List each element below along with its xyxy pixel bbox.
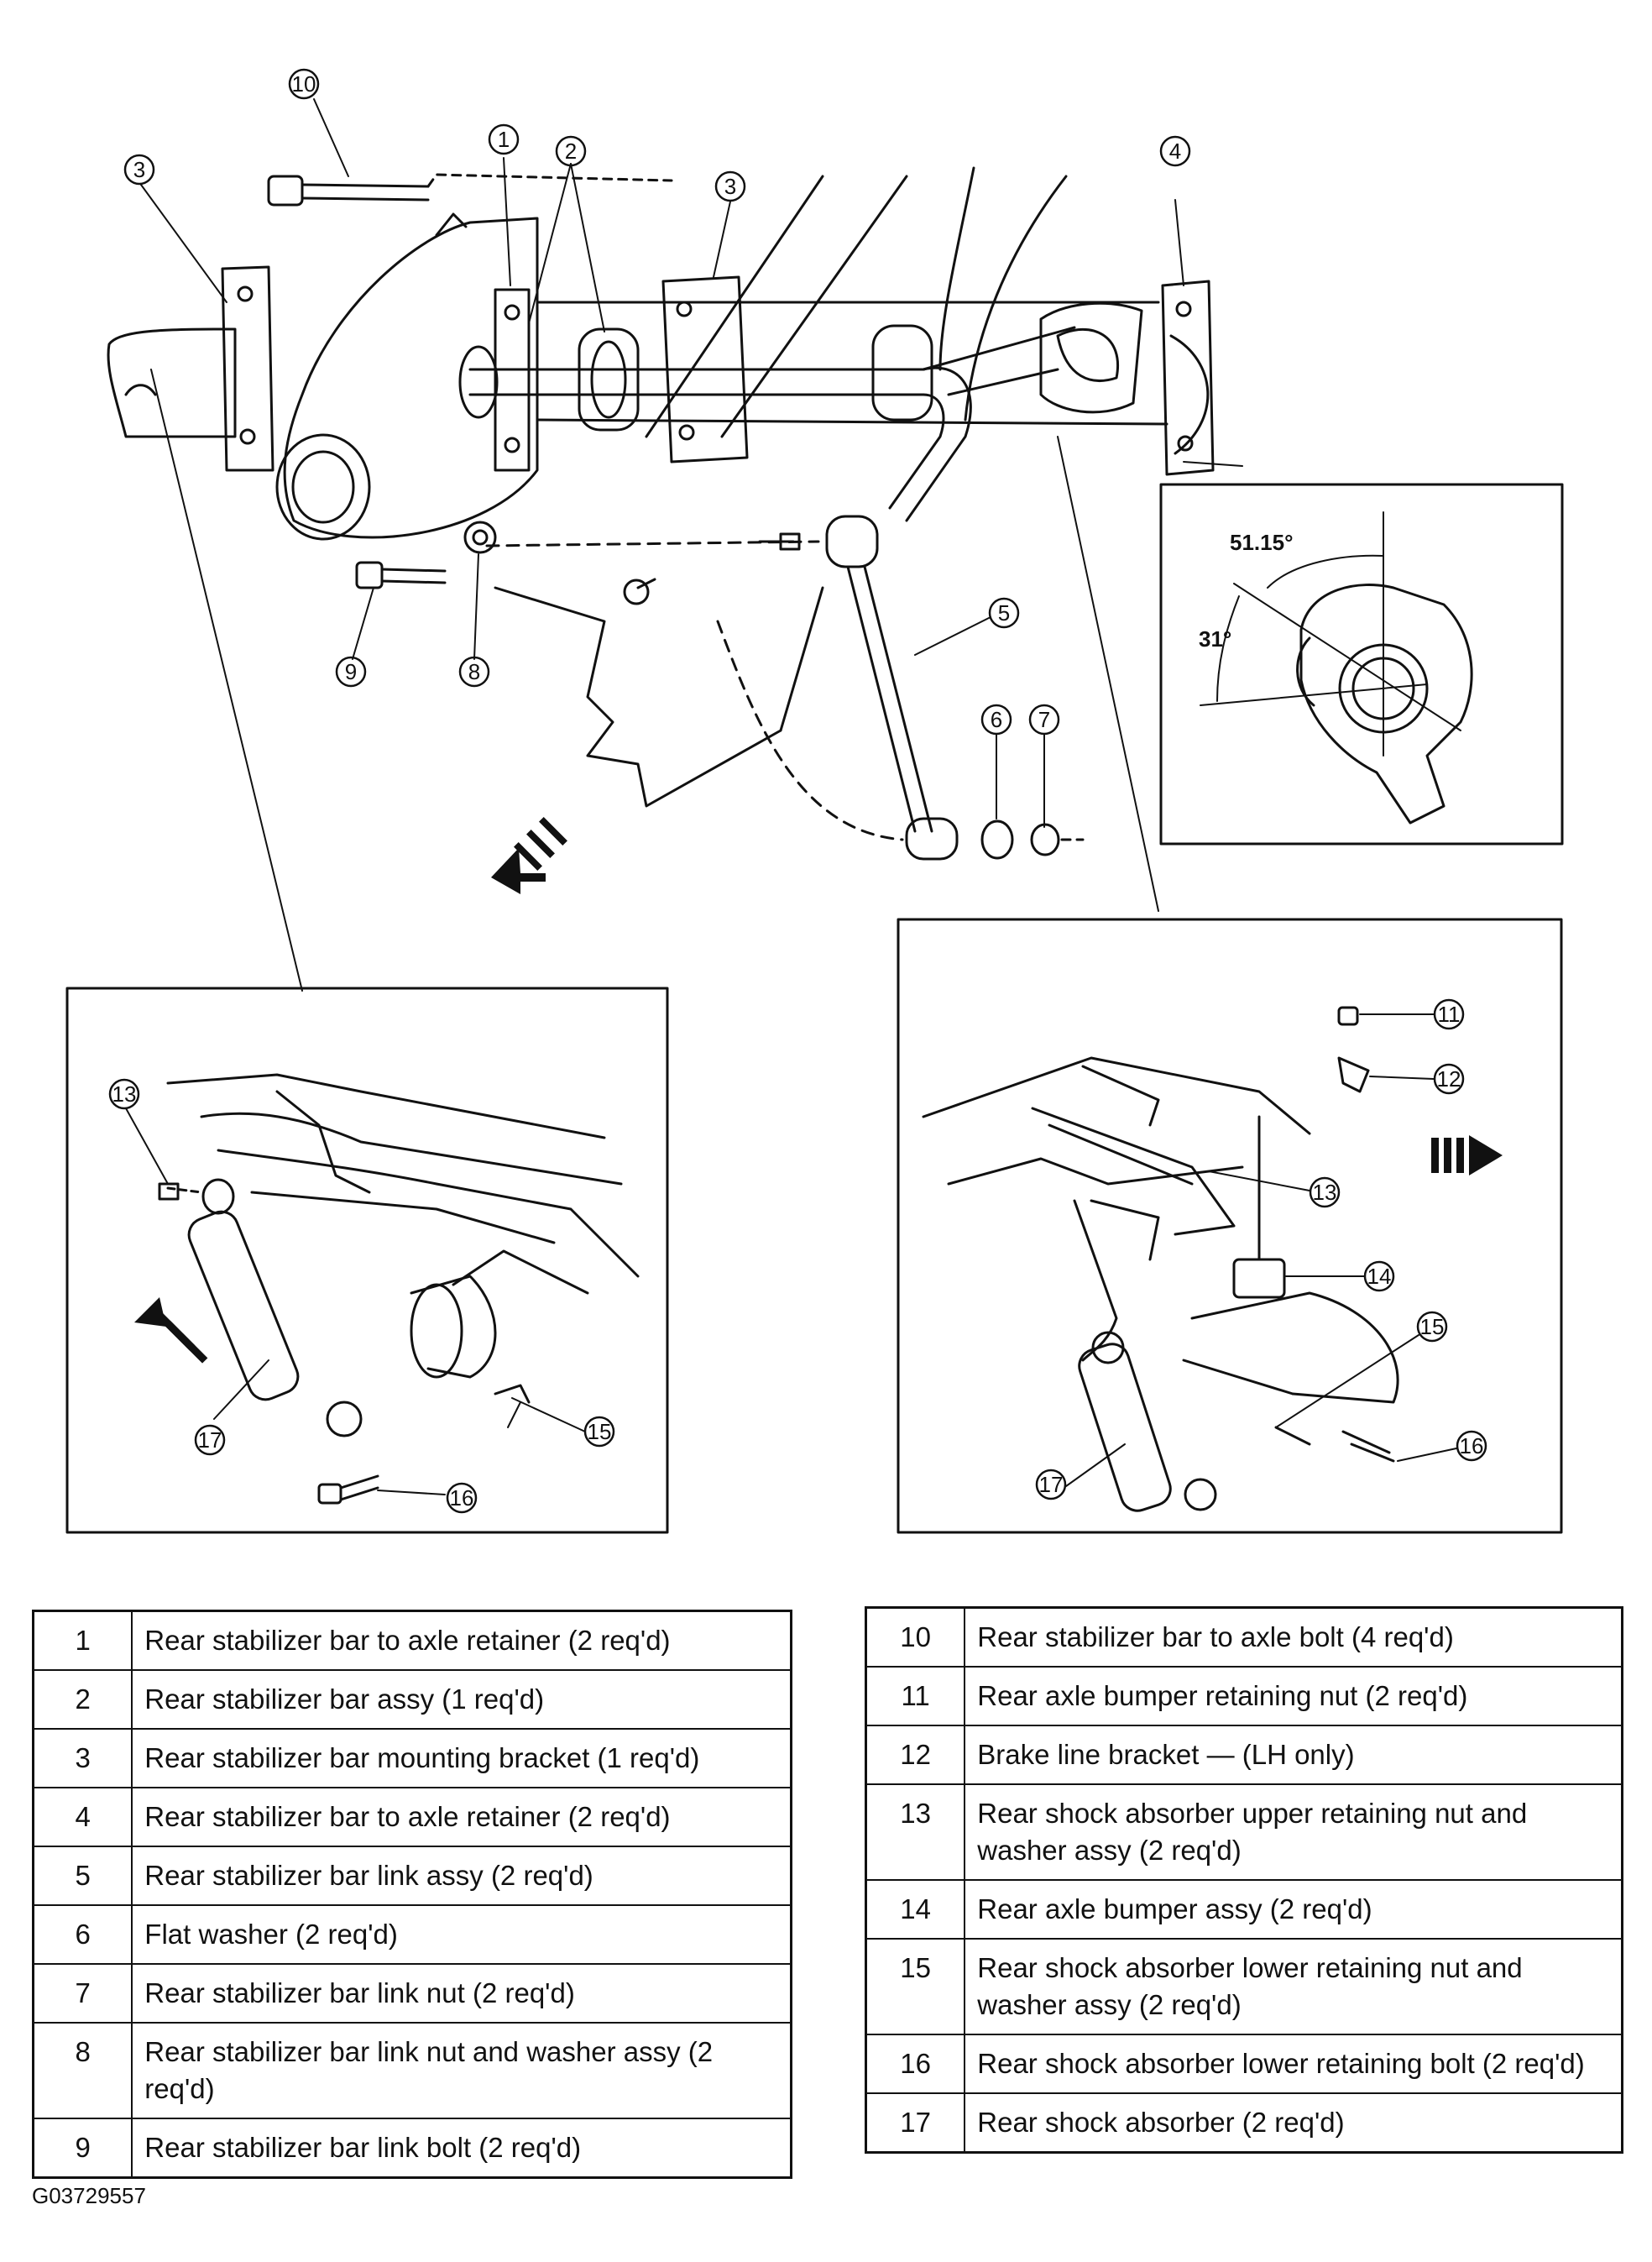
part-description: Rear shock absorber lower retaining bolt…: [964, 2034, 1623, 2094]
part-number: 5: [32, 1846, 133, 1906]
part-description: Rear shock absorber upper retaining nut …: [964, 1783, 1623, 1881]
right-inset: 11 12 13 14 15 16 17: [897, 918, 1563, 1534]
callout-3-right: 3: [724, 174, 736, 199]
callout-1: 1: [498, 127, 510, 152]
part-description: Rear stabilizer bar to axle retainer (2 …: [131, 1787, 792, 1847]
left-callout-17: 17: [198, 1427, 222, 1453]
right-callout-15: 15: [1420, 1314, 1445, 1339]
shock-absorber-right: [1078, 1331, 1217, 1512]
right-callout-14: 14: [1367, 1264, 1392, 1289]
figure-code: G03729557: [32, 2183, 146, 2208]
right-callout-17: 17: [1039, 1472, 1064, 1497]
part-number: 15: [865, 1938, 966, 2035]
stabilizer-bar: [458, 324, 1076, 522]
callout-7: 7: [1038, 707, 1050, 732]
left-callout-15: 15: [588, 1419, 612, 1444]
part-number: 7: [32, 1963, 133, 2024]
part-number: 12: [865, 1725, 966, 1785]
callout-6: 6: [991, 707, 1002, 732]
right-callout-13: 13: [1313, 1180, 1337, 1205]
part-number: 9: [32, 2118, 133, 2179]
axle-housing: [107, 212, 1168, 541]
callout-3: 3: [133, 157, 145, 182]
part-description: Rear stabilizer bar link bolt (2 req'd): [131, 2118, 792, 2179]
right-callout-12: 12: [1437, 1066, 1461, 1092]
part-number: 1: [32, 1610, 133, 1671]
part-number: 8: [32, 2022, 133, 2119]
left-inset: 13 16 17 15: [65, 987, 669, 1534]
part-number: 4: [32, 1787, 133, 1847]
part-description: Rear shock absorber lower retaining nut …: [964, 1938, 1623, 2035]
part-number: 11: [865, 1666, 966, 1726]
callout-8: 8: [468, 659, 480, 684]
main-leader-lines: [140, 98, 1243, 992]
left-callout-16: 16: [450, 1485, 474, 1511]
angle-lower-label: 31°: [1199, 626, 1231, 652]
part-description: Flat washer (2 req'd): [131, 1904, 792, 1965]
callout-4: 4: [1169, 139, 1181, 164]
callout-9: 9: [345, 659, 357, 684]
stabilizer-link: [485, 515, 1085, 861]
part-number: 17: [865, 2092, 966, 2154]
part-number: 13: [865, 1783, 966, 1881]
main-callouts: 10 3 1 2 3 4 5 6 7 8 9: [123, 68, 1191, 736]
callout-5: 5: [998, 600, 1010, 626]
shock-absorber-left: [187, 1178, 363, 1437]
callout-10: 10: [292, 71, 316, 97]
part-description: Rear stabilizer bar to axle bolt (4 req'…: [964, 1606, 1623, 1668]
part-description: Rear axle bumper assy (2 req'd): [964, 1879, 1623, 1940]
angle-detail-inset: 51.15° 31°: [1159, 483, 1564, 846]
forward-arrow-icon: [491, 817, 567, 894]
stabilizer-bar-exploded-diagram: 10 3 1 2 3 4 5 6 7 8 9: [65, 68, 1564, 1534]
part-number: 10: [865, 1606, 966, 1668]
part-description: Rear stabilizer bar to axle retainer (2 …: [131, 1610, 792, 1671]
part-description: Rear stabilizer bar link nut (2 req'd): [131, 1963, 792, 2024]
forward-arrow-left-inset-icon: [134, 1297, 208, 1364]
part-number: 3: [32, 1728, 133, 1788]
part-description: Rear stabilizer bar mounting bracket (1 …: [131, 1728, 792, 1788]
axle-bumper: [1232, 1115, 1286, 1299]
part-number: 16: [865, 2034, 966, 2094]
forward-arrow-right-inset-icon: [1431, 1135, 1503, 1176]
callout-2: 2: [565, 139, 577, 164]
part-description: Rear stabilizer bar link assy (2 req'd): [131, 1846, 792, 1906]
part-description: Rear axle bumper retaining nut (2 req'd): [964, 1666, 1623, 1726]
part-description: Rear stabilizer bar link nut and washer …: [131, 2022, 792, 2119]
bolts-and-nuts: [267, 173, 673, 589]
part-number: 6: [32, 1904, 133, 1965]
part-description: Brake line bracket — (LH only): [964, 1725, 1623, 1785]
right-callout-16: 16: [1460, 1433, 1484, 1458]
frame-rail: [494, 166, 1068, 808]
main-view: 10 3 1 2 3 4 5 6 7 8 9: [107, 68, 1243, 992]
part-number: 2: [32, 1669, 133, 1730]
part-description: Rear shock absorber (2 req'd): [964, 2092, 1623, 2154]
right-callout-11: 11: [1438, 1002, 1461, 1027]
left-callout-13: 13: [112, 1081, 137, 1107]
part-description: Rear stabilizer bar assy (1 req'd): [131, 1669, 792, 1730]
angle-upper-label: 51.15°: [1230, 530, 1293, 555]
part-number: 14: [865, 1879, 966, 1940]
